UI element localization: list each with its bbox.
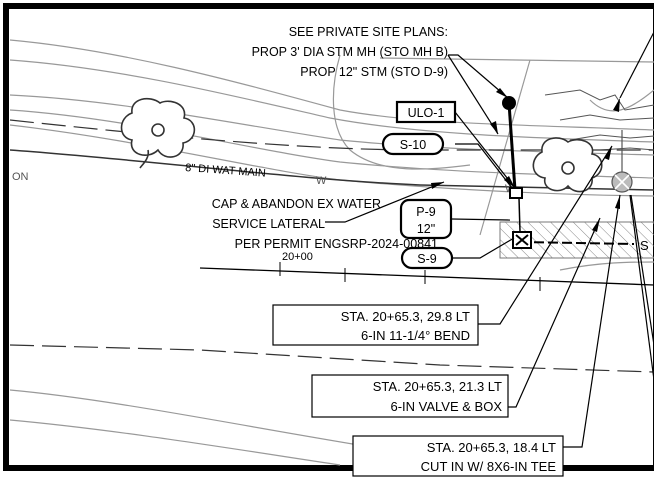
cap-abandon-note: CAP & ABANDON EX WATER SERVICE LATERAL P… [212, 197, 438, 251]
right-edge-label: S [640, 238, 649, 253]
tag-label: 12" [417, 222, 435, 236]
note-line: PER PERMIT ENGSRP-2024-00841 [235, 237, 438, 251]
callout-line: 6-IN VALVE & BOX [390, 399, 502, 414]
private-site-plans-note: SEE PRIVATE SITE PLANS: PROP 3' DIA STM … [252, 25, 448, 79]
note-line: PROP 3' DIA STM MH (STO MH B) [252, 45, 448, 59]
water-main-label: 8" DI WAT MAIN [185, 162, 266, 180]
callout-line: STA. 20+65.3, 18.4 LT [427, 440, 556, 455]
callout-line: 6-IN 11-1/4° BEND [361, 328, 470, 343]
service-line: S [519, 238, 649, 253]
callout-line: STA. 20+65.3, 29.8 LT [341, 309, 470, 324]
private-site-linework [544, 89, 654, 151]
callout-line: STA. 20+65.3, 21.3 LT [373, 379, 502, 394]
svg-text:W: W [316, 175, 327, 187]
tag-label: S-10 [400, 138, 426, 152]
tag-s-10[interactable]: S-10 [381, 132, 445, 156]
fitting-symbols [509, 130, 633, 249]
left-edge-label: ON [12, 171, 29, 183]
tag-p-9[interactable]: P-9 12" [399, 198, 453, 240]
tag-label: P-9 [416, 205, 436, 219]
manhole-symbol [502, 96, 517, 191]
tag-label: S-9 [417, 252, 437, 266]
callout-valve[interactable]: STA. 20+65.3, 21.3 LT 6-IN VALVE & BOX [311, 374, 509, 418]
callout-line: CUT IN W/ 8X6-IN TEE [421, 459, 557, 474]
station-line: 20+00 [199, 251, 654, 291]
tree-symbol-left [120, 97, 196, 169]
leader-arrowheads [431, 88, 620, 232]
leader-lines [325, 31, 654, 448]
note-line: PROP 12" STM (STO D-9) [300, 65, 448, 79]
tag-s-9[interactable]: S-9 [400, 246, 454, 270]
tree-symbol-right [532, 137, 603, 193]
note-line: SEE PRIVATE SITE PLANS: [289, 25, 448, 39]
station-label: 20+00 [282, 251, 313, 263]
callout-tee[interactable]: STA. 20+65.3, 18.4 LT CUT IN W/ 8X6-IN T… [352, 435, 564, 477]
water-main: W W ON 8" DI WAT MAIN [9, 149, 654, 195]
note-line: SERVICE LATERAL [212, 217, 325, 231]
sheet-border [3, 3, 654, 471]
tag-label: ULO-1 [408, 106, 445, 120]
callout-bend[interactable]: STA. 20+65.3, 29.8 LT 6-IN 11-1/4° BEND [272, 304, 479, 346]
note-line: CAP & ABANDON EX WATER [212, 197, 381, 211]
background-linework [9, 39, 654, 469]
tag-ulo-1[interactable]: ULO-1 [395, 100, 457, 124]
